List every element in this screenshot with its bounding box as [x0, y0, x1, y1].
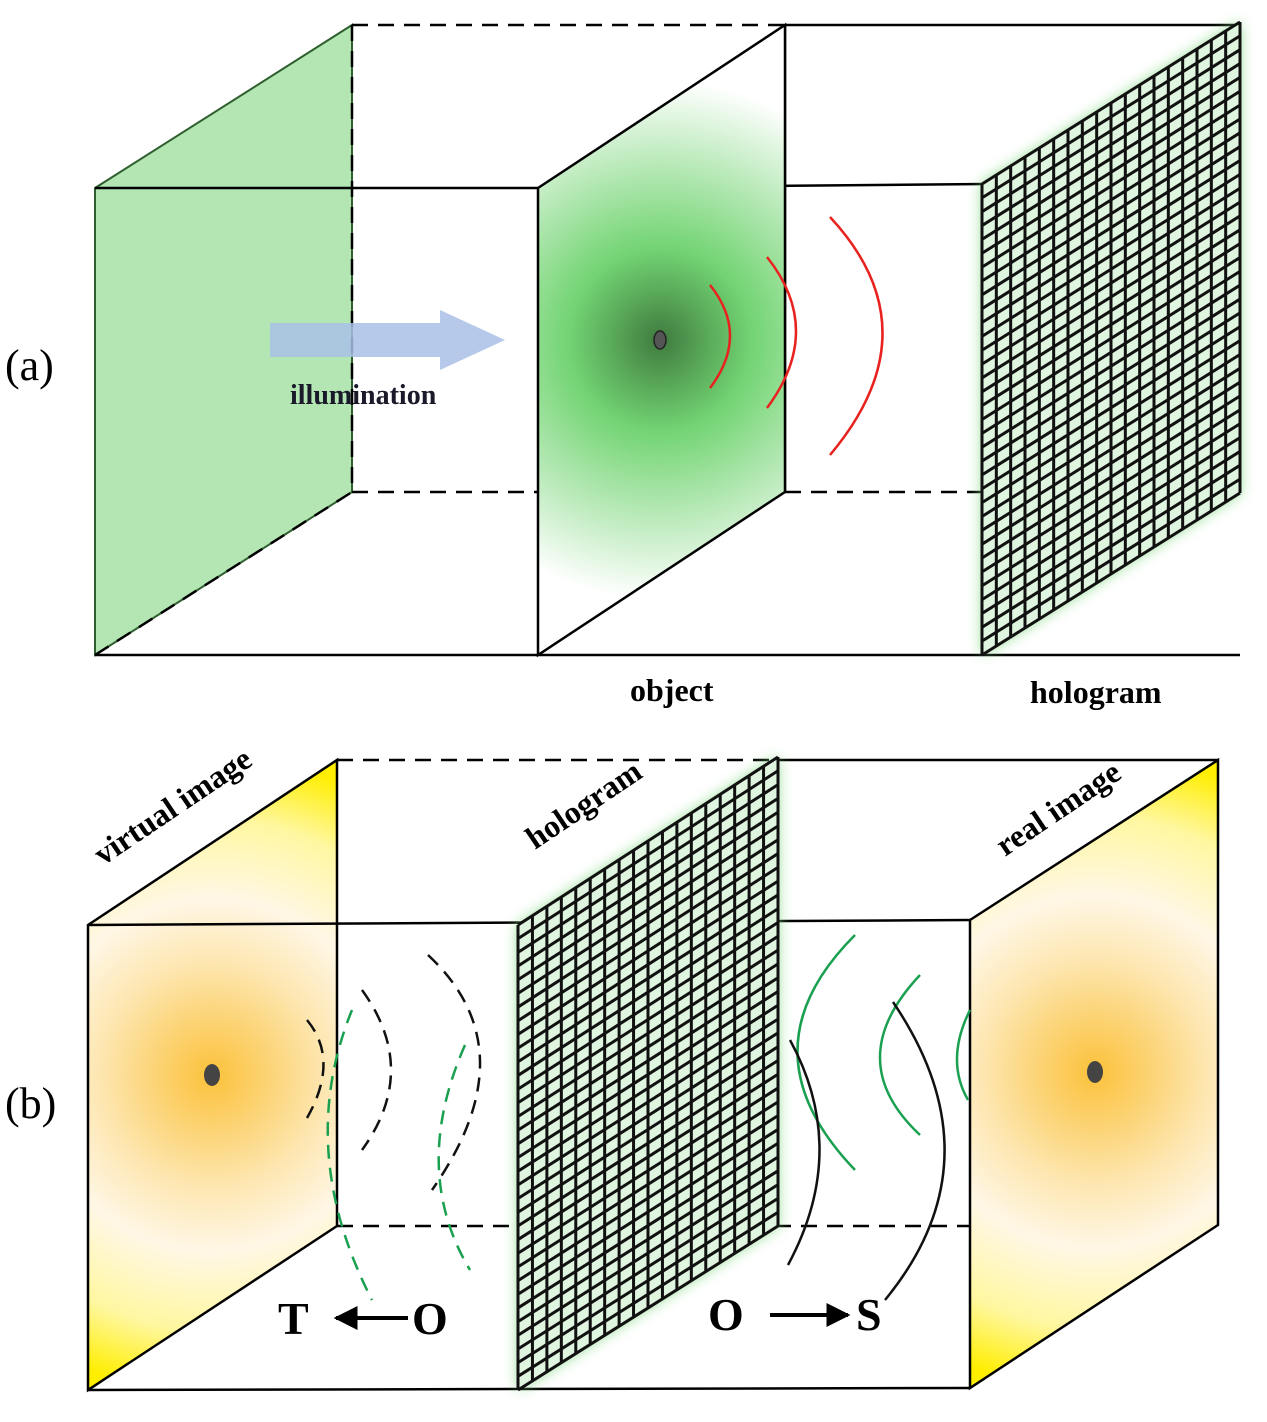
grid-line — [981, 367, 1241, 532]
grid-line — [517, 769, 779, 940]
virtual-waves-green — [326, 1009, 472, 1301]
grid-line — [517, 1086, 779, 1255]
illumination-label: illumination — [290, 380, 437, 411]
label-s: S — [856, 1289, 882, 1340]
grid-line — [517, 1031, 779, 1200]
grid-line — [981, 145, 1241, 310]
grid-line — [981, 339, 1241, 504]
grid-line — [981, 173, 1241, 338]
grid-line — [981, 214, 1241, 380]
grid-line — [517, 1128, 779, 1296]
grid-line — [517, 1183, 779, 1351]
grid-line — [981, 491, 1241, 657]
grid-line — [981, 353, 1241, 518]
object-point — [653, 330, 667, 350]
grid-line — [517, 1100, 779, 1269]
hologram-a — [980, 20, 1242, 657]
grid-line — [517, 990, 779, 1159]
grid-line — [981, 408, 1241, 574]
grid-line — [517, 1210, 779, 1378]
grid-line — [517, 893, 779, 1064]
grid-line — [517, 921, 779, 1091]
grid-line — [981, 34, 1241, 200]
grid-line — [517, 783, 779, 954]
grid-line — [517, 962, 779, 1132]
grid-line — [517, 948, 779, 1118]
label-o-right: O — [708, 1289, 744, 1340]
grid-line — [981, 436, 1241, 601]
grid-line — [981, 89, 1241, 255]
grid-line — [981, 380, 1241, 546]
grid-line — [981, 297, 1241, 463]
grid-line — [981, 62, 1241, 227]
object-label: object — [630, 672, 714, 708]
grid-line — [517, 879, 779, 1050]
grid-line — [981, 325, 1241, 491]
grid-line — [981, 159, 1241, 324]
grid-line — [517, 1141, 779, 1310]
grid-line — [981, 48, 1241, 213]
grid-line — [981, 117, 1241, 283]
grid-line — [981, 103, 1241, 269]
hologram-b-label: hologram — [519, 752, 648, 856]
grid-line — [981, 394, 1241, 560]
grid-line — [517, 810, 779, 981]
grid-line — [517, 824, 779, 995]
grid-line — [981, 477, 1241, 643]
grid-line — [517, 907, 779, 1077]
real-waves-black — [786, 1001, 946, 1301]
box-a-hidden-edges — [94, 23, 985, 657]
grid-line — [517, 866, 779, 1036]
panel-a-label: (a) — [5, 341, 54, 390]
label-o-left: O — [412, 1293, 448, 1344]
grid-line — [517, 1072, 779, 1241]
grid-line — [981, 422, 1241, 588]
grid-line — [981, 228, 1241, 394]
box-b-hidden-edges — [337, 758, 970, 1228]
grid-line — [981, 270, 1241, 435]
grid-line — [517, 1197, 779, 1364]
grid-line — [517, 852, 779, 1022]
virtual-image-point — [204, 1064, 220, 1086]
grid-line — [517, 1155, 779, 1323]
grid-line — [981, 131, 1241, 297]
hologram-b — [516, 755, 780, 1392]
grid-line — [517, 976, 779, 1146]
grid-line — [517, 1017, 779, 1187]
grid-line — [517, 1004, 779, 1173]
real-waves-green — [796, 934, 972, 1171]
grid-line — [517, 755, 779, 927]
grid-line — [981, 200, 1241, 366]
real-image-point — [1087, 1061, 1103, 1083]
panel-b: (b) virtual image hologram real image T … — [5, 740, 1220, 1393]
grid-line — [517, 797, 779, 968]
grid-line — [981, 283, 1241, 449]
illumination-arrow — [270, 310, 505, 370]
grid-line — [981, 450, 1241, 615]
grid-line — [981, 242, 1241, 407]
grid-line — [517, 1114, 779, 1282]
grid-line — [517, 838, 779, 1009]
grid-line — [981, 20, 1241, 186]
grid-line — [517, 1045, 779, 1214]
grid-line — [981, 76, 1241, 241]
hologram-a-label: hologram — [1030, 674, 1162, 710]
panel-a: (a) illumination object hologram — [5, 20, 1242, 710]
grid-line — [517, 1059, 779, 1228]
grid-line — [517, 935, 779, 1105]
grid-line — [981, 256, 1241, 421]
panel-b-label: (b) — [5, 1079, 56, 1128]
grid-line — [517, 1224, 779, 1392]
virtual-waves-black — [305, 954, 482, 1191]
label-t: T — [278, 1293, 309, 1344]
grid-line — [981, 186, 1241, 352]
grid-line — [517, 1169, 779, 1337]
grid-line — [981, 464, 1241, 629]
grid-line — [981, 311, 1241, 477]
object-waves — [709, 216, 884, 456]
